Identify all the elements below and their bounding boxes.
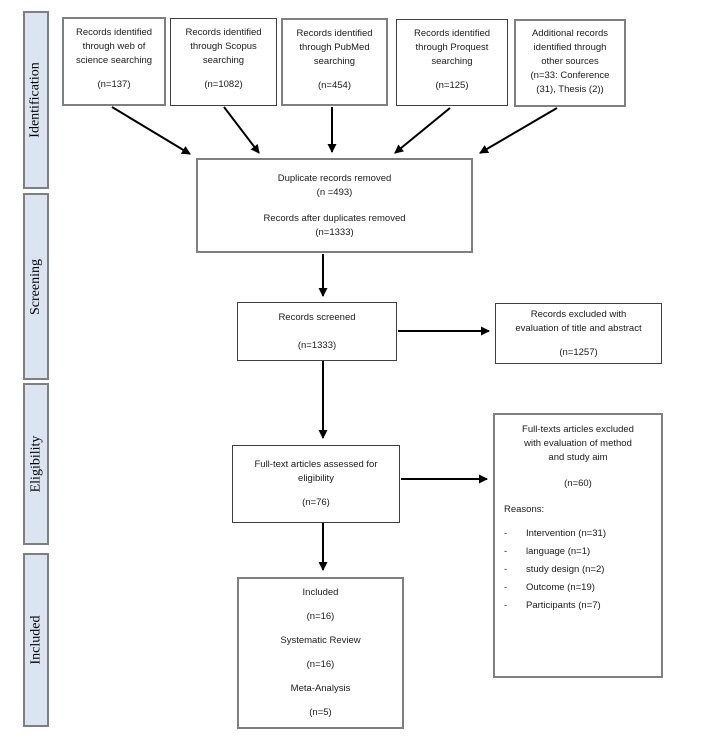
- reason-item: - Participants (n=7): [504, 599, 652, 613]
- source-wos-line: through web of: [82, 41, 146, 52]
- box-source-web-of-science: Records identified through web of scienc…: [62, 17, 166, 106]
- source-scopus-line: searching: [202, 55, 245, 66]
- reason-item: - language (n=1): [504, 545, 652, 559]
- source-scopus-line: through Scopus: [190, 41, 257, 52]
- screened-count: (n=1333): [297, 339, 337, 351]
- reason-item: - Outcome (n=19): [504, 581, 652, 595]
- stage-included-label: Included: [28, 615, 44, 665]
- arrow-wos-to-duplicates: [111, 106, 191, 155]
- fulltext-line: Full-text articles assessed for: [254, 459, 378, 470]
- reason-text: language (n=1): [526, 546, 591, 557]
- box-excluded-title-abstract: Records excluded with evaluation of titl…: [495, 303, 662, 364]
- source-wos-line: Records identified: [75, 27, 153, 38]
- stage-eligibility: Eligibility: [23, 383, 49, 545]
- duplicates-line: Duplicate records removed: [277, 172, 392, 184]
- reason-text: study design (n=2): [526, 564, 605, 575]
- stage-screening: Screening: [23, 193, 49, 380]
- source-other-line: identified through: [533, 42, 607, 53]
- included-line: Systematic Review: [280, 635, 361, 646]
- box-fulltext-assessed: Full-text articles assessed for eligibil…: [232, 445, 400, 523]
- after-duplicates-line: Records after duplicates removed: [263, 212, 406, 224]
- stage-eligibility-label: Eligibility: [28, 435, 43, 493]
- box-included: Included (n=16) Systematic Review (n=16)…: [237, 577, 404, 729]
- excluded-screening-line: evaluation of title and abstract: [515, 322, 642, 334]
- reason-text: Outcome (n=19): [526, 582, 595, 593]
- included-line: Meta-Analysis: [290, 683, 351, 694]
- excluded-fulltext-line: and study aim: [548, 452, 608, 463]
- reasons-label: Reasons:: [504, 504, 545, 515]
- included-line: Included: [302, 587, 339, 598]
- source-wos-line: science searching: [75, 55, 153, 66]
- source-other-line: other sources: [541, 56, 599, 67]
- fulltext-count: (n=76): [302, 497, 330, 508]
- source-proquest-count: (n=125): [435, 80, 469, 91]
- source-pubmed-line: searching: [313, 56, 356, 67]
- arrow-scopus-to-duplicates: [223, 106, 260, 154]
- box-records-screened: Records screened (n=1333): [237, 302, 397, 361]
- fulltext-line: eligibility: [298, 473, 334, 484]
- source-scopus-count: (n=1082): [204, 79, 243, 90]
- included-count: (n=16): [306, 659, 335, 670]
- dash-bullet: -: [504, 528, 508, 539]
- excluded-fulltext-line: with evaluation of method: [524, 438, 632, 449]
- reason-text: Participants (n=7): [526, 600, 601, 611]
- included-count: (n=16): [306, 611, 335, 622]
- source-scopus-line: Records identified: [185, 27, 262, 38]
- excluded-screening-count: (n=1257): [559, 346, 598, 358]
- stage-identification-label: Identification: [28, 62, 44, 138]
- box-source-scopus: Records identified through Scopus search…: [170, 18, 277, 106]
- source-proquest-line: Records identified: [413, 28, 491, 39]
- dash-bullet: -: [504, 546, 508, 557]
- screened-line: Records screened: [278, 311, 356, 323]
- box-duplicates-removed: Duplicate records removed (n =493) Recor…: [196, 158, 473, 253]
- excluded-fulltext-count: (n=60): [564, 478, 592, 489]
- dash-bullet: -: [504, 564, 508, 575]
- reason-text: Intervention (n=31): [526, 528, 607, 539]
- box-source-pubmed: Records identified through PubMed search…: [281, 18, 388, 106]
- reason-item: - study design (n=2): [504, 563, 652, 577]
- dash-bullet: -: [504, 582, 508, 593]
- included-count: (n=5): [309, 707, 332, 718]
- arrow-proquest-to-duplicates: [394, 107, 451, 154]
- duplicates-count: (n =493): [316, 186, 353, 198]
- source-other-line: (n=33: Conference: [530, 70, 610, 81]
- after-duplicates-count: (n=1333): [315, 226, 354, 238]
- source-pubmed-count: (n=454): [317, 80, 351, 91]
- source-pubmed-line: Records identified: [296, 28, 373, 39]
- box-excluded-fulltext: Full-texts articles excluded with evalua…: [493, 413, 663, 678]
- source-other-line: Additional records: [531, 28, 609, 39]
- arrow-other-to-duplicates: [479, 107, 558, 154]
- excluded-fulltext-line: Full-texts articles excluded: [522, 424, 634, 435]
- source-other-line: (31), Thesis (2)): [536, 84, 604, 95]
- box-source-other: Additional records identified through ot…: [514, 19, 626, 107]
- box-source-proquest: Records identified through Proquest sear…: [396, 19, 508, 106]
- reason-list: - Intervention (n=31) - language (n=1) -…: [504, 527, 652, 617]
- reason-item: - Intervention (n=31): [504, 527, 652, 541]
- source-pubmed-line: through PubMed: [299, 42, 370, 53]
- dash-bullet: -: [504, 600, 508, 611]
- stage-included: Included: [23, 553, 49, 727]
- excluded-screening-line: Records excluded with: [530, 308, 627, 320]
- source-proquest-line: through Proquest: [415, 42, 489, 53]
- stage-screening-label: Screening: [28, 258, 44, 315]
- stage-identification: Identification: [23, 11, 49, 189]
- source-proquest-line: searching: [431, 56, 473, 67]
- source-wos-count: (n=137): [97, 79, 131, 90]
